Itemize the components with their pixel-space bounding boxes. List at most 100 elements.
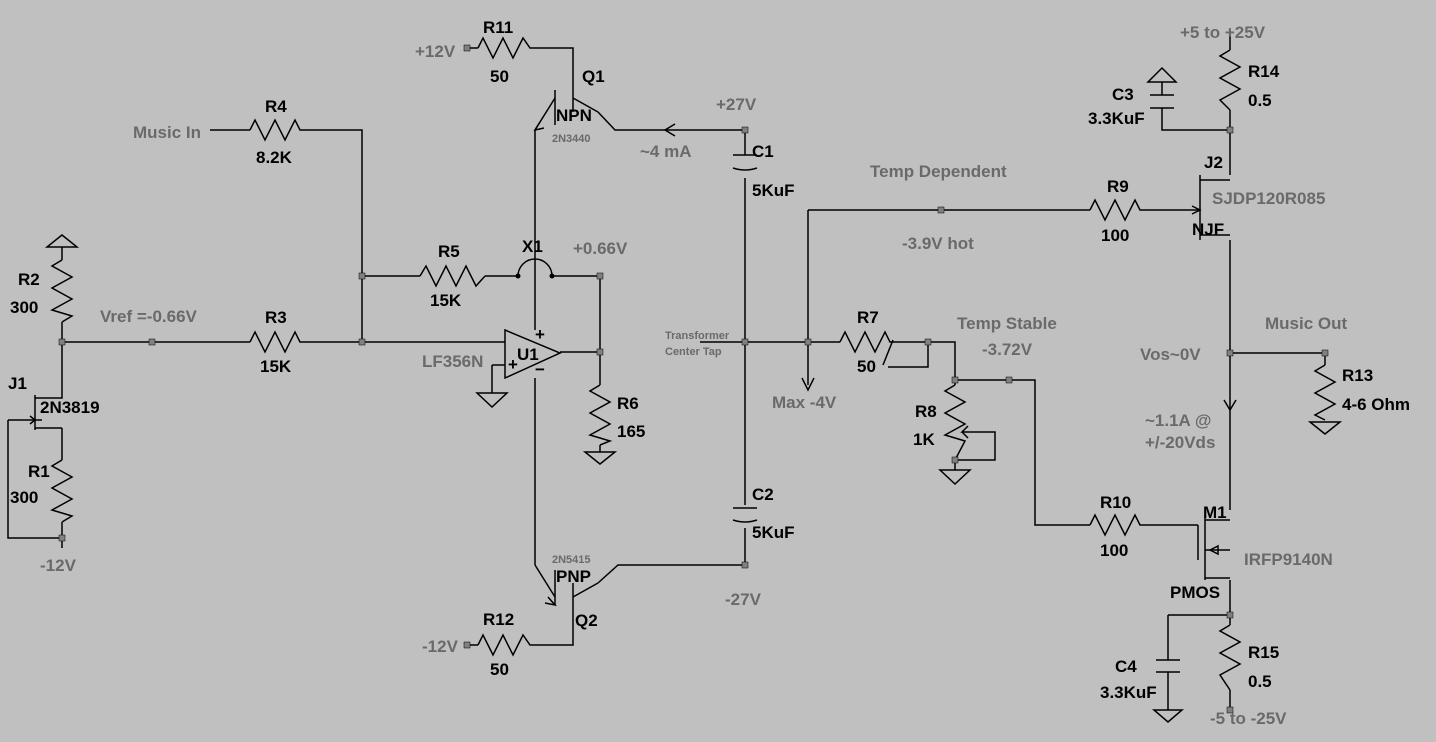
c2-ref: C2	[752, 485, 774, 504]
neg27-label: -27V	[725, 590, 762, 609]
r4-ref: R4	[265, 97, 287, 116]
c4-ref: C4	[1115, 657, 1137, 676]
r11-value: 50	[490, 67, 509, 86]
resistor-r10[interactable]	[1089, 513, 1145, 537]
music-in-label: Music In	[133, 123, 201, 142]
ground-symbol-u1	[475, 392, 509, 409]
resistor-r11[interactable]	[477, 36, 538, 60]
svg-text:−: −	[535, 360, 545, 379]
resistor-r13[interactable]	[1313, 364, 1337, 421]
neg12-label-j1: -12V	[40, 556, 77, 575]
m1-part: IRFP9140N	[1244, 550, 1333, 569]
center-tap-label: Center Tap	[665, 346, 722, 358]
q2-type: PNP	[556, 567, 591, 586]
transistor-q2[interactable]	[534, 564, 599, 607]
node-markers	[58, 44, 1329, 714]
r13-ref: R13	[1342, 366, 1373, 385]
r15-value: 0.5	[1248, 672, 1272, 691]
r1-ref: R1	[28, 462, 50, 481]
transistor-q1[interactable]	[533, 85, 599, 132]
current-4ma-label: ~4 mA	[640, 142, 692, 161]
resistor-r12[interactable]	[477, 633, 538, 657]
max-4v-label: Max -4V	[772, 393, 837, 412]
supply-neg-label: -5 to -25V	[1210, 709, 1287, 728]
resistor-r15[interactable]	[1218, 624, 1242, 691]
capacitor-c2[interactable]	[732, 507, 758, 523]
r13-value: 4-6 Ohm	[1342, 395, 1410, 414]
mosfet-m1[interactable]	[1197, 515, 1230, 580]
q2-part: 2N5415	[552, 554, 591, 566]
j1-part: 2N3819	[40, 398, 100, 417]
resistor-r9[interactable]	[1089, 198, 1145, 222]
c1-ref: C1	[752, 142, 774, 161]
r4-value: 8.2K	[256, 148, 293, 167]
transformer-label: Transformer	[665, 330, 730, 342]
current-arrow-4ma	[663, 123, 676, 137]
q1-ref: Q1	[582, 67, 605, 86]
resistor-r8[interactable]	[943, 384, 978, 461]
c3-ref: C3	[1112, 85, 1134, 104]
resistor-r14[interactable]	[1218, 49, 1242, 111]
r12-ref: R12	[483, 610, 514, 629]
q2-ref: Q2	[575, 611, 598, 630]
svg-text:+: +	[508, 355, 518, 374]
r12-value: 50	[490, 660, 509, 679]
resistor-r1[interactable]	[50, 459, 74, 523]
capacitor-c4[interactable]	[1156, 659, 1180, 673]
x1-ref: X1	[522, 237, 543, 256]
resistor-r7[interactable]	[839, 330, 900, 366]
supply-pos-label: +5 to +25V	[1180, 23, 1266, 42]
r8-value: 1K	[913, 430, 935, 449]
resistor-r6[interactable]	[588, 384, 613, 446]
r10-value: 100	[1100, 541, 1128, 560]
opamp-u1[interactable]: + − +	[504, 325, 562, 380]
r8-ref: R8	[915, 402, 937, 421]
r9-ref: R9	[1107, 177, 1129, 196]
r2-value: 300	[10, 298, 38, 317]
probe-arrow-vds	[1223, 399, 1237, 412]
r6-value: 165	[617, 422, 645, 441]
capacitor-c1[interactable]	[732, 154, 758, 171]
temp-stable-label: Temp Stable	[957, 314, 1057, 333]
resistor-r2[interactable]	[50, 259, 74, 323]
r14-ref: R14	[1248, 62, 1280, 81]
pos12-label: +12V	[415, 42, 456, 61]
vds-label: +/-20Vds	[1145, 433, 1215, 452]
q1-part: 2N3440	[552, 133, 591, 145]
r15-ref: R15	[1248, 643, 1279, 662]
jfet-j2[interactable]	[1191, 175, 1230, 240]
ground-symbol-c3	[1146, 66, 1178, 83]
probe-arrow-max4v	[801, 377, 815, 392]
m1-type: PMOS	[1170, 583, 1220, 602]
ground-symbol-r2	[44, 234, 80, 248]
ground-symbol-r8	[938, 469, 972, 486]
r5-value: 15K	[430, 291, 462, 310]
r1-value: 300	[10, 488, 38, 507]
ground-symbol-c4	[1151, 709, 1185, 723]
c1-value: 5KuF	[752, 181, 795, 200]
r3-value: 15K	[260, 357, 292, 376]
capacitor-c3[interactable]	[1150, 94, 1174, 109]
r7-ref: R7	[857, 308, 879, 327]
hot-voltage-label: -3.9V hot	[902, 234, 974, 253]
resistor-r5[interactable]	[419, 264, 486, 288]
m1-ref: M1	[1203, 503, 1227, 522]
r10-ref: R10	[1100, 493, 1131, 512]
music-out-label: Music Out	[1265, 314, 1348, 333]
c3-value: 3.3KuF	[1088, 109, 1145, 128]
pos27-label: +27V	[716, 95, 757, 114]
resistor-r3[interactable]	[249, 330, 305, 354]
r3-ref: R3	[265, 308, 287, 327]
c2-value: 5KuF	[752, 523, 795, 542]
resistor-r4[interactable]	[249, 118, 305, 142]
vos-label: Vos~0V	[1140, 345, 1201, 364]
u1-ref: U1	[517, 345, 539, 364]
j1-ref: J1	[8, 374, 27, 393]
j2-ref: J2	[1204, 153, 1223, 172]
u1-part: LF356N	[422, 352, 483, 371]
current-11a-label: ~1.1A @	[1145, 411, 1212, 430]
jfet-j1[interactable]	[29, 388, 63, 430]
r9-value: 100	[1101, 226, 1129, 245]
ground-symbol-r13	[1307, 421, 1343, 435]
